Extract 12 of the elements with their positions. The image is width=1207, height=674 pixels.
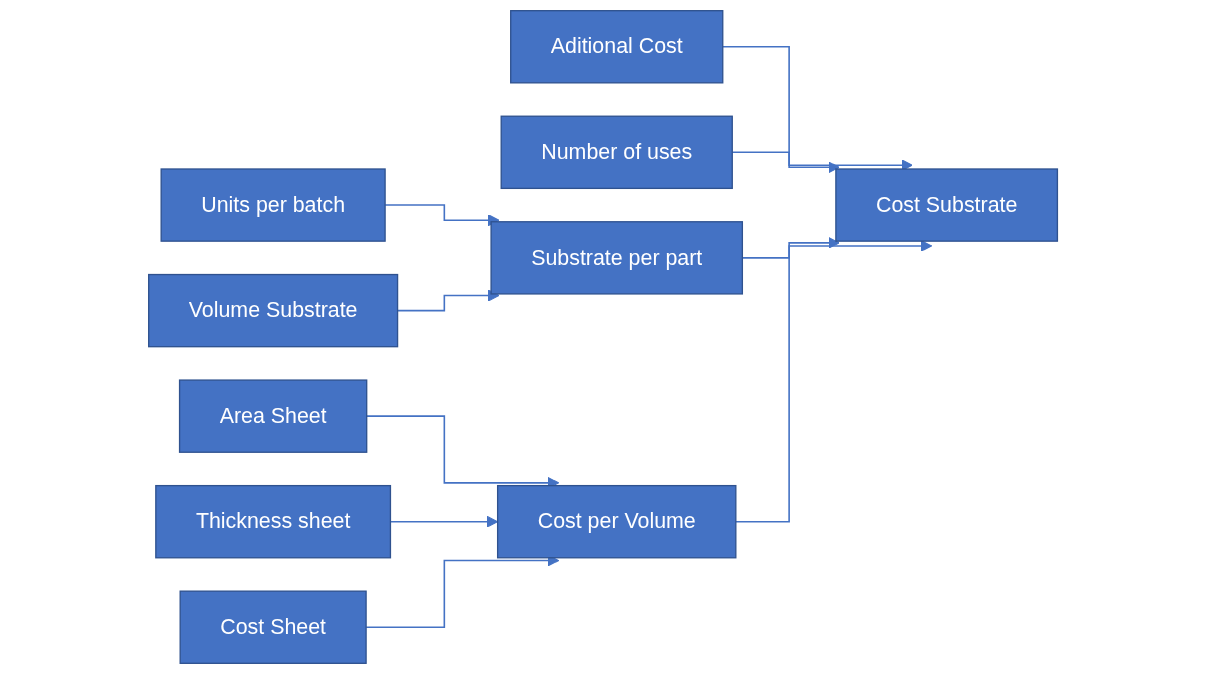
node-box: Volume Substrate (148, 273, 399, 348)
node-box: Cost Sheet (179, 590, 368, 664)
node-box: Number of uses (500, 115, 734, 190)
node-box: Cost Substrate (835, 168, 1059, 242)
node-box: Units per batch (160, 168, 387, 242)
node-box: Substrate per part (490, 221, 744, 295)
arrow (390, 515, 499, 528)
node-box: Aditional Cost (510, 10, 724, 84)
node-box: Area Sheet (179, 379, 368, 453)
arrow (742, 236, 841, 259)
node-box: Thickness sheet (155, 484, 392, 559)
node-box: Cost per Volume (497, 484, 737, 559)
